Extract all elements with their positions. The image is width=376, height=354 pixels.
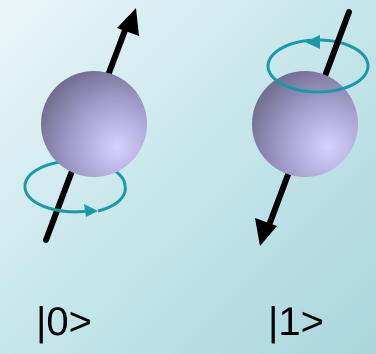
rotation-arrowhead-icon [305,35,320,49]
particle-sphere [41,71,147,177]
spin-down-arrow-icon [255,218,277,246]
spin-up-particle [23,8,147,243]
spin-up-arrow-icon [117,8,139,36]
state-label-zero: |0> [36,300,92,344]
state-label-one: |1> [268,300,324,344]
rotation-arrow-front-right [97,185,127,213]
rotation-arrow-front [266,65,370,94]
rotation-arrow-front [23,185,89,214]
spin-down-particle [252,9,370,246]
particle-sphere [252,71,358,177]
rotation-arrowhead-icon [84,204,98,217]
